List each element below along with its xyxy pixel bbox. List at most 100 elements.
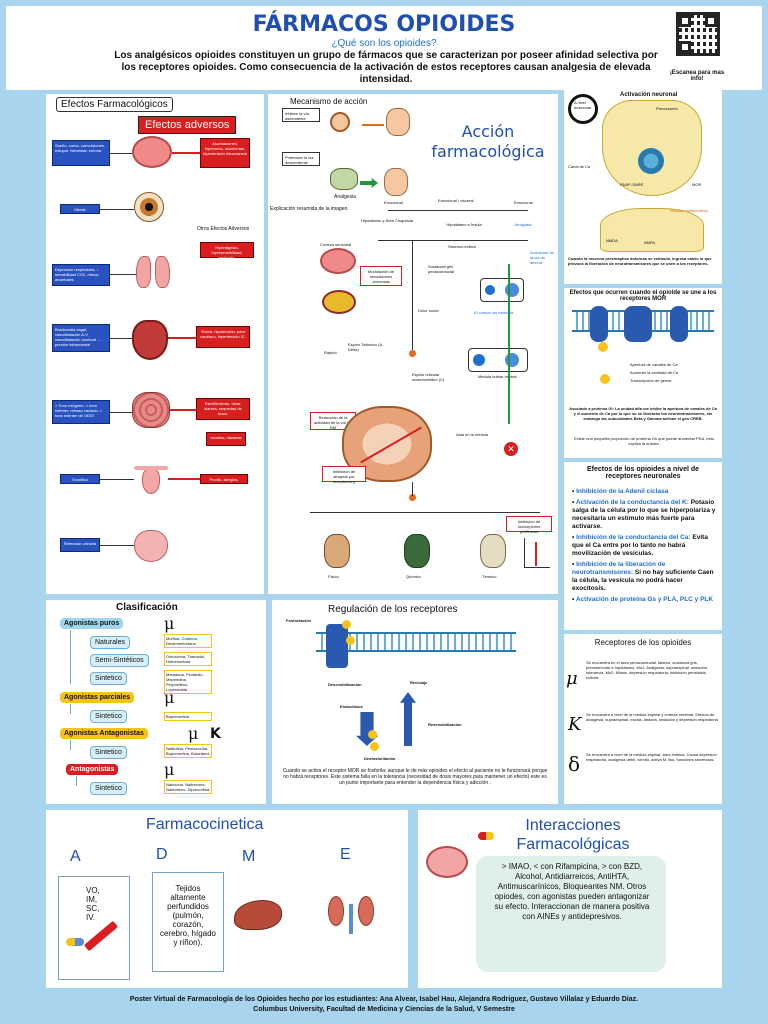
group-antagonists: Antagonistas — [66, 764, 119, 775]
pill-icon — [66, 938, 84, 946]
analgesia-label: Analgesia — [334, 194, 356, 200]
inhibit-label: Inhiben la vía ascendente — [282, 108, 320, 122]
connector — [170, 409, 196, 411]
receptor-ac — [624, 306, 652, 342]
other-adverse-title: Otros Efectos Adversos — [196, 226, 250, 232]
connector — [168, 478, 200, 480]
pk-distribution: Tejidos altamente perfundidos (pulmón, c… — [159, 884, 217, 947]
synapse-box-1 — [480, 278, 524, 302]
page-subtitle: ¿Qué son los opioides? — [331, 38, 437, 49]
page-title: FÁRMACOS OPIOIDES — [252, 12, 516, 37]
node-inhibition-mu: Inhibición de sinapsis por receptores μ — [322, 466, 366, 484]
pk-title: Farmacocinetica — [146, 816, 264, 833]
mu-receptor-text: Se encuentra en el área periacueductal, … — [586, 660, 709, 680]
capsule-icon — [478, 832, 494, 840]
mor-title: Efectos que ocurren cuando el opioide se… — [569, 290, 717, 302]
synapse-box-2 — [468, 348, 528, 372]
pathway-line — [388, 210, 528, 211]
neural-label-diffusion: Difusión metabolismo — [670, 208, 709, 213]
interactions-text: > IMAO, < con Rifampicina, > con BZD, Al… — [494, 862, 650, 921]
reg-label-desens: Desensibilización — [328, 682, 362, 687]
node-medulla: Médula bulbar ventral — [478, 374, 517, 379]
pk-letter-d: D — [156, 846, 168, 863]
delta-receptor-symbol: δ — [568, 752, 581, 776]
pk-routes-card — [58, 876, 130, 980]
kidney-icon — [328, 890, 374, 936]
node-peripheral: Inhibición de nociceptores periféricos — [506, 516, 552, 534]
connector — [110, 338, 132, 339]
person-chemical-icon — [404, 534, 430, 568]
receptors-title: Receptores de los opioides — [594, 638, 692, 647]
person-pain-icon — [386, 108, 410, 136]
mu-symbol: μ — [188, 724, 199, 743]
endosome-arrow — [356, 712, 378, 746]
regulation-panel: Regulación de los receptores Fosforilaci… — [272, 600, 558, 804]
node-limbic: Sistema límbico — [448, 244, 477, 249]
phosphate-1 — [342, 620, 351, 629]
connector — [100, 209, 134, 210]
intestine-icon — [132, 392, 170, 428]
person-physical-icon — [324, 534, 350, 568]
mor-caption: Asociado a proteína Gi: La unidad alfa m… — [569, 406, 717, 421]
phosphate-4 — [370, 742, 379, 751]
delta-receptor-text: Se encuentra a nivel de la médula espina… — [586, 752, 717, 762]
orange-node-2 — [409, 494, 416, 501]
mu-symbol: μ — [164, 760, 175, 779]
drugs-synthetic-1: Metadona, Fentanilo, Meperidina, Propoxi… — [164, 670, 212, 694]
regulation-caption: Cuando se activa el receptor MOR se fosf… — [282, 768, 548, 786]
neural-label-ca-channel: Canal de Ca — [568, 164, 591, 169]
receptor-effects-list: • Inhibición de la Adenil ciclasa • Acti… — [572, 488, 718, 607]
neural-label-mor: MOR — [692, 182, 702, 187]
reg-label-phos: Fosforilación — [286, 618, 312, 623]
phosphate-3 — [368, 730, 377, 739]
magnifier-icon — [568, 94, 598, 124]
pk-routes: VO, IM, SC, IV. — [86, 886, 100, 922]
drugs-natural: Morfina, Codeína, Dextrometorfano — [164, 634, 212, 648]
block-icon: ✕ — [504, 442, 518, 456]
drugs-synthetic-3: Nalbufina, Pentazocina, Buprenorfina, Bu… — [164, 744, 212, 758]
list-item: • Inhibición de la liberación de neurotr… — [572, 561, 714, 592]
footer-line2: Columbus University, Facultad de Medicin… — [253, 1006, 515, 1013]
neural-label-snap: SNAP-SNRE — [620, 182, 644, 187]
qr-code[interactable] — [676, 12, 720, 56]
connector — [168, 337, 196, 339]
node-stimulus: El cuerpo los estimula — [474, 310, 514, 315]
tree-line — [70, 740, 71, 750]
mor-legend-2: Aumento la cantidad de Ca — [630, 370, 679, 375]
sub-synthetic-2: Sintetico — [90, 710, 127, 723]
people-label-thermal: Térmico — [482, 574, 497, 579]
pain-arrow — [362, 124, 384, 126]
node-fast: Rápido — [324, 350, 337, 355]
mechanism-caption: Explicación resumida de la imagen. — [270, 206, 349, 212]
interactions-panel: Interacciones Farmacológicas > IMAO, < c… — [418, 810, 722, 988]
reg-label-resens: Resensibilización — [428, 722, 462, 727]
action-title: Acción farmacológica — [431, 122, 545, 161]
people-label-chemical: Químico — [406, 574, 421, 579]
cerebellum-icon — [322, 290, 356, 314]
effect-bladder: Retención urinaria — [60, 538, 100, 552]
effect-heart: Bradicardia vagal, vasodilatación A-V, v… — [52, 324, 110, 352]
connector — [110, 153, 132, 154]
list-item: • Inhibición de la conductancia del Ca: … — [572, 534, 708, 557]
classification-title: Clasificación — [116, 602, 178, 613]
qr-corner-bl — [679, 41, 691, 53]
node-afferent: Activación de la vía de afrecía — [530, 250, 554, 265]
pathway-line — [412, 482, 413, 496]
sub-synthetic-1: Sintetico — [90, 672, 127, 685]
neural-label-precursors: Precursores — [656, 106, 678, 111]
emotional-label-2: Emocional / visceral — [438, 198, 474, 203]
alpha-subunit — [598, 342, 608, 352]
node-cortex: Corteza sensorial — [320, 242, 352, 247]
bladder-icon — [134, 530, 168, 562]
node-insula: Hipotálamo e Ínsula — [446, 222, 482, 227]
interactions-card — [476, 856, 666, 972]
spinal-cord-small-icon — [330, 168, 358, 190]
mor-note: Existe una pequeña proporción de proteín… — [574, 436, 714, 446]
green-line — [508, 264, 510, 424]
header-panel: FÁRMACOS OPIOIDES ¿Qué son los opioides?… — [6, 6, 762, 90]
postsynaptic — [600, 208, 704, 252]
neural-title: Activación neuronal — [620, 92, 678, 98]
neural-caption: Cuando la neurona presináptica dolorosa … — [568, 256, 712, 266]
receptor-shape — [326, 624, 348, 668]
adverse-heart: Shock, hipotensión, paro cardíaco, hiper… — [196, 326, 250, 348]
